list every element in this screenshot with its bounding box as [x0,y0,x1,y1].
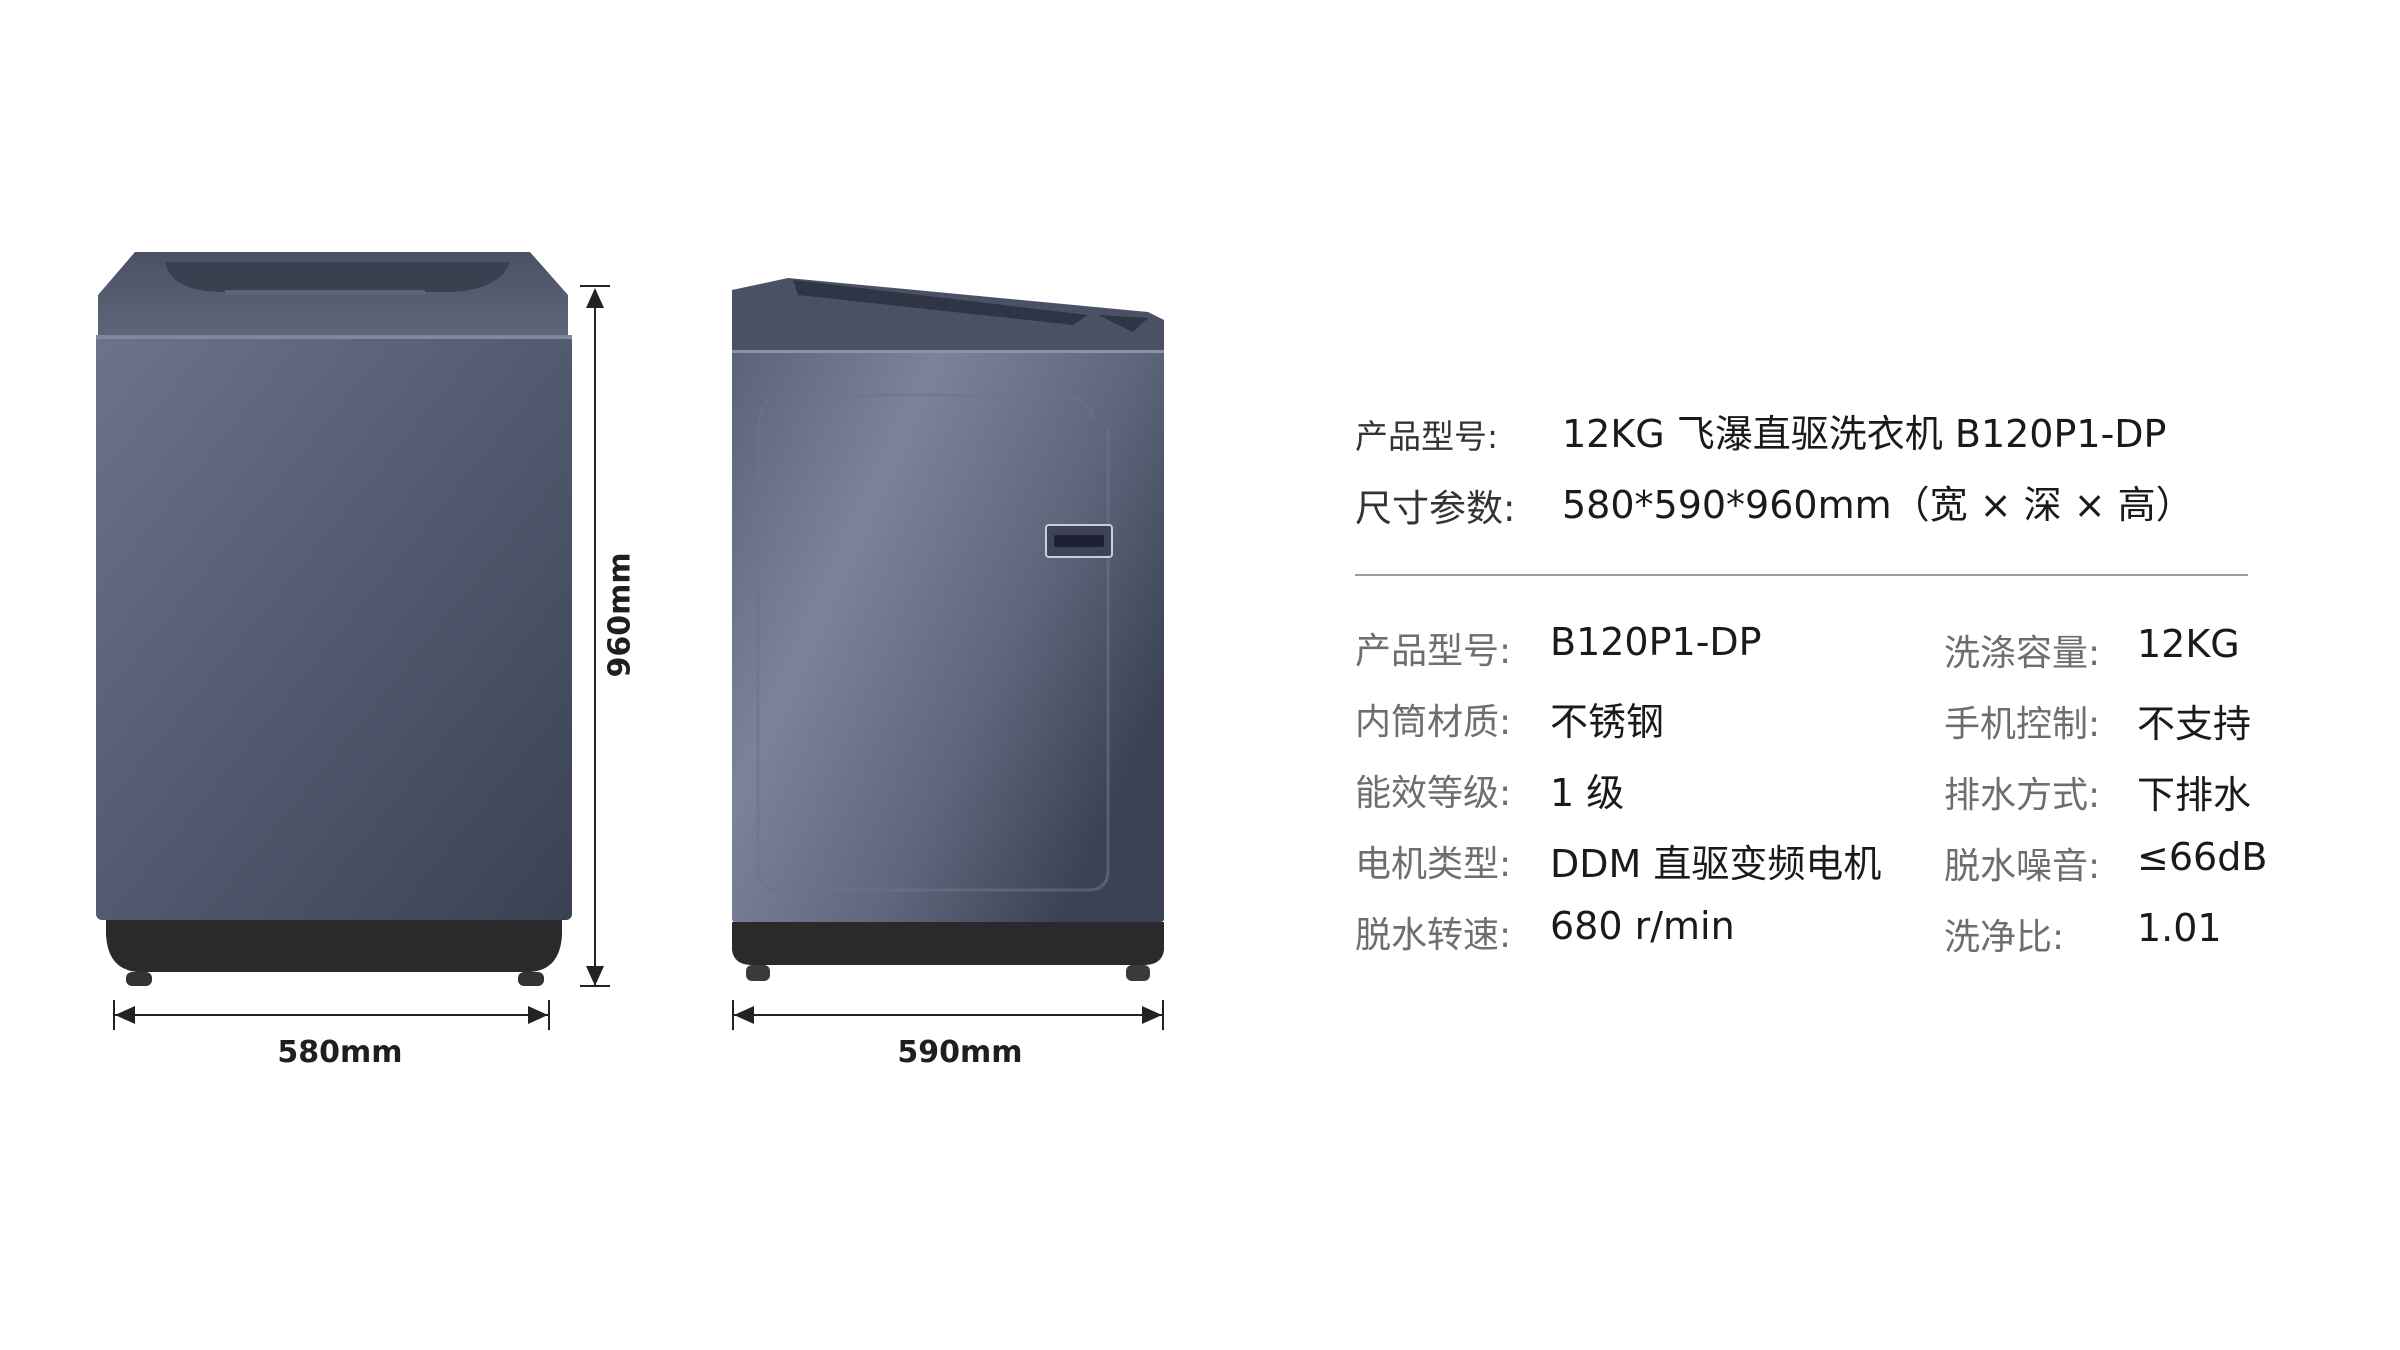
height-arrow-top [586,288,604,308]
spec-row: 排水方式: [1944,766,2100,818]
spec-label: 排水方式: [1944,775,2101,816]
spec-value: 680 r/min [1550,904,1735,948]
spec-label: 内筒材质: [1355,702,1512,743]
spec-label: 能效等级: [1355,773,1512,814]
spec-value: 1 级 [1550,771,1625,815]
spec-value: 不锈钢 [1550,700,1665,744]
side-view-washer [728,270,1168,990]
spec-label: 产品型号: [1355,631,1512,672]
spec-value: 下排水 [2137,773,2252,817]
spec-value: B120P1-DP [1550,620,1762,664]
spec-label: 手机控制: [1944,704,2101,745]
side-depth-arrow-left [734,1006,754,1024]
height-arrow-bottom [586,966,604,986]
spec-row: 产品型号: [1355,622,1511,674]
side-washer-illustration [732,278,1164,981]
spec-value: 12KG [2137,622,2240,666]
front-width-label: 580mm [277,1035,403,1070]
spec-row: 电机类型: [1355,835,1511,887]
spec-label: 洗净比: [1944,917,2065,958]
height-label: 960mm [602,552,638,678]
summary-model-value: 12KG 飞瀑直驱洗衣机 B120P1-DP [1562,412,2167,456]
spec-value: 1.01 [2137,906,2222,950]
spec-value: DDM 直驱变频电机 [1550,842,1882,886]
spec-row: 脱水转速: [1355,906,1511,958]
spec-value: ≤66dB [2137,835,2268,879]
spec-value: 不支持 [2137,702,2252,746]
spec-row: 能效等级: [1355,764,1511,816]
front-width-arrow-left [115,1006,135,1024]
spec-label: 电机类型: [1355,844,1512,885]
spec-row: 内筒材质: [1355,693,1511,745]
summary-size-value: 580*590*960mm（宽 × 深 × 高） [1562,483,2194,527]
spec-row: 洗净比: [1944,908,2064,960]
front-view-washer [90,250,580,990]
spec-row: 脱水噪音: [1944,837,2100,889]
divider [1355,574,2248,576]
spec-label: 脱水噪音: [1944,846,2101,887]
front-width-arrow-right [528,1006,548,1024]
spec-row: 手机控制: [1944,695,2100,747]
front-washer-illustration [96,252,572,986]
spec-row: 洗涤容量: [1944,624,2100,676]
side-depth-arrow-right [1142,1006,1162,1024]
summary-size-label: 尺寸参数: [1355,487,1516,530]
spec-label: 脱水转速: [1355,915,1512,956]
summary-model-label: 产品型号: [1355,417,1499,456]
spec-label: 洗涤容量: [1944,633,2101,674]
side-depth-label: 590mm [897,1035,1023,1070]
